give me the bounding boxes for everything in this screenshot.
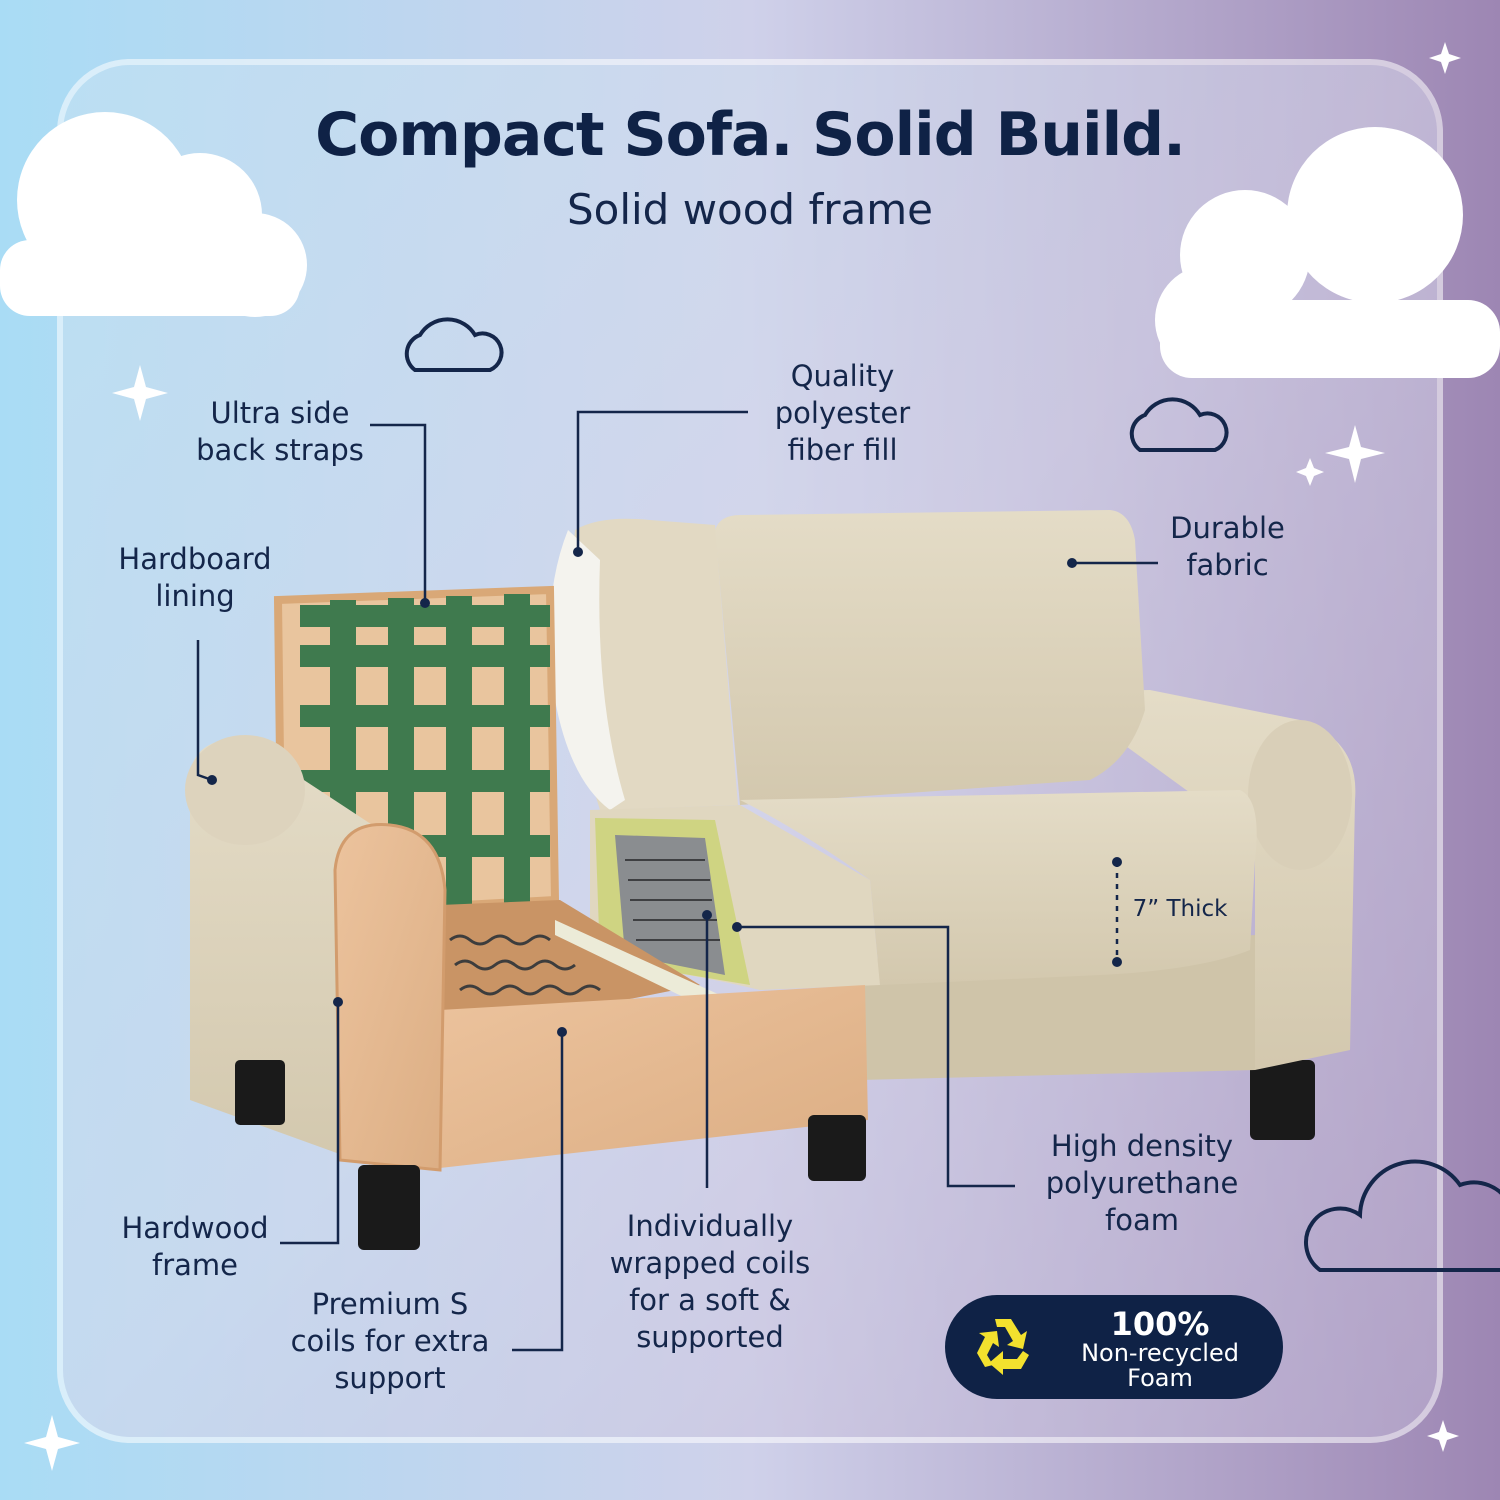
recycle-icon (977, 1319, 1029, 1375)
sofa-leg (808, 1115, 866, 1181)
badge-text: Non-recycled Foam (1081, 1339, 1239, 1393)
callout-s-coils: Premium S coils for extra support (290, 1287, 490, 1396)
left-arm (190, 738, 380, 1165)
cloud-top-right (1155, 127, 1500, 378)
badge-percent: 100% (1110, 1305, 1210, 1343)
leader-lines (196, 410, 1158, 1352)
callout-hardwood: Hardwood frame (121, 1211, 269, 1283)
sofa-leg (358, 1165, 420, 1250)
left-arm-scroll (185, 735, 305, 845)
cloud-outline-icon (404, 317, 504, 372)
page-subtitle: Solid wood frame (566, 185, 933, 234)
right-arm-scroll (1248, 720, 1352, 870)
back-cushion-side (569, 518, 738, 810)
callout-fabric: Durable fabric (1170, 511, 1285, 583)
cloud-outline-icon (1129, 397, 1229, 452)
back-cushion (715, 510, 1145, 805)
callout-wrapped-coils: Individually wrapped coils for a soft & … (609, 1209, 811, 1355)
recycle-badge: 100% Non-recycled Foam (945, 1295, 1283, 1399)
front-frame (440, 985, 868, 1168)
callout-fiber-fill: Quality polyester fiber fill (774, 359, 911, 468)
seat-deck (440, 900, 700, 1030)
back-straps (300, 594, 550, 910)
fiber-fill-cut (549, 530, 625, 810)
cloud-outline-icon (1304, 1159, 1500, 1272)
cloud-top-left (0, 112, 307, 317)
leader-dots (207, 547, 1122, 1037)
callout-back-straps: Ultra side back straps (196, 396, 364, 468)
callout-thickness: 7” Thick (1132, 896, 1228, 922)
seat-cushion (740, 790, 1257, 985)
sofa-leg (235, 1060, 285, 1125)
left-arm-wood (333, 823, 447, 1172)
callout-foam: High density polyurethane foam (1045, 1129, 1239, 1238)
sparkle-icons (24, 42, 1461, 1471)
callout-hardboard: Hardboard lining (118, 542, 272, 614)
sofa-leg (1250, 1060, 1315, 1140)
wrapped-coils (625, 859, 720, 941)
page-title: Compact Sofa. Solid Build. (315, 100, 1186, 170)
sofa-illustration (185, 510, 1356, 1250)
